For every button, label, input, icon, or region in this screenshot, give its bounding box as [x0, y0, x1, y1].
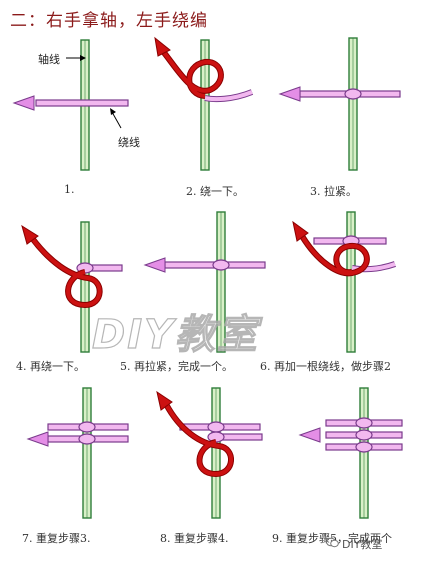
step-5-figure [143, 211, 266, 353]
step-7-caption: 7. 重复步骤3. [22, 532, 91, 545]
step-9-figure [298, 387, 403, 519]
step-6-caption: 6. 再加一根绕线，做步骤2 [260, 360, 391, 373]
knot [344, 88, 362, 100]
wrap-cord [35, 99, 129, 107]
arrow-left-icon [12, 95, 35, 111]
step-3-caption: 3. 拉紧。 [310, 185, 357, 198]
wechat-tag: DIY教室 [342, 538, 383, 551]
page-title: 二：右手拿轴，左手绕编 [10, 11, 208, 31]
step-8-caption: 8. 重复步骤4. [160, 532, 229, 545]
step-2-figure [154, 36, 254, 171]
arrow-curved-up-icon [156, 390, 173, 411]
step-6-figure [292, 211, 396, 353]
step-5-caption: 5. 再拉紧，完成一个。 [120, 360, 233, 373]
wrap-label: 绕线 [118, 136, 140, 149]
arrow-curved-up-icon [21, 224, 39, 245]
step-1-caption: 1. [64, 183, 75, 196]
step-2-caption: 2. 绕一下。 [186, 185, 244, 198]
wechat-icon [326, 537, 339, 548]
step-4-caption: 4. 再绕一下。 [16, 360, 85, 373]
arrow-left-icon [278, 86, 301, 102]
step-8-figure [156, 387, 263, 519]
step-4-figure [21, 221, 123, 353]
arrow-left-icon [143, 257, 166, 273]
arrow-left-icon [26, 431, 49, 447]
arrow-curved-up-icon [292, 220, 309, 242]
arrow-left-icon [298, 427, 321, 443]
axis-label: 轴线 [38, 53, 60, 66]
step-7-figure [26, 387, 129, 519]
watermark: DIY教室 [91, 311, 260, 358]
step-1-figure [12, 39, 129, 171]
arrow-curved-up-icon [154, 36, 171, 57]
step-3-figure [278, 37, 401, 171]
